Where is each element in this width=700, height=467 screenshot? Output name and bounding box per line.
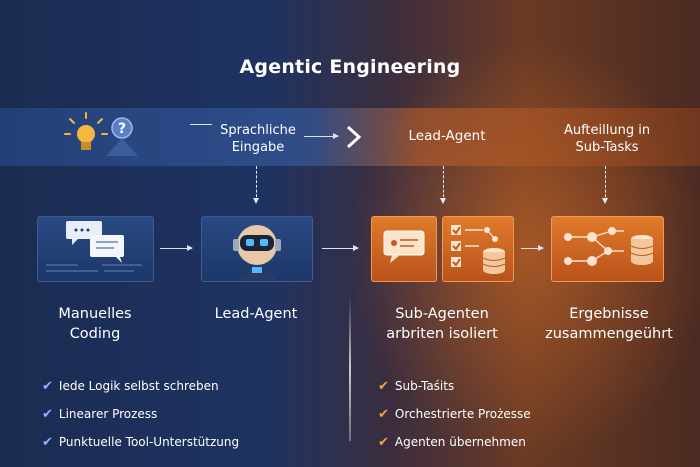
band-lead-label: Lead-Agent [408,128,486,144]
page-title: Agentic Engineering [239,56,461,78]
flow-arrow [322,245,359,251]
check-icon: ✔ [42,406,53,422]
stage-label-manual: Manuelles Coding [58,306,132,342]
network-icon [564,227,654,266]
check-icon: ✔ [42,434,53,450]
split-label: Aufteillung in Sub-Tasks [563,123,651,155]
list-item: ✔ Punktuelle Tool-Unterstützung [42,434,240,450]
checklist-icon [451,225,498,267]
chevron-right-icon [346,125,362,149]
question-icon: ? [106,117,138,156]
input-line [190,124,212,125]
lead-agent-card [201,216,313,282]
results-card [551,216,664,282]
flow-arrow [521,245,544,251]
down-arrow [602,166,608,204]
sub-agent-card-tasks [442,216,514,282]
stage-label-sub: Sub-Agenten arbriten isoliert [386,306,498,342]
list-item: ✔ Iede Logik selbst schreben [42,378,219,394]
stage-label-results: Ergebnisse zusammengeührt [545,306,673,342]
check-icon: ✔ [378,406,389,422]
svg-text:?: ? [118,121,126,137]
lightbulb-icon [64,112,108,150]
input-label: Sprachliche Eingabe [220,123,296,155]
down-arrow [440,166,446,204]
stage-label-lead: Lead-Agent [214,306,298,322]
list-item: ✔ Linearer Prozess [42,406,158,422]
check-icon: ✔ [378,378,389,394]
right-bullet-list: ✔ Sub-Taśits ✔ Orchestrierte Prożesse ✔ … [378,372,658,456]
flow-arrow [160,245,193,251]
left-bullet-list: ✔ Iede Logik selbst schreben ✔ Linearer … [42,372,322,456]
sub-agent-card-chat [371,216,437,282]
list-item: ✔ Sub-Taśits [378,378,455,394]
check-icon: ✔ [378,434,389,450]
manual-coding-card [37,216,154,282]
robot-icon [233,225,281,281]
list-item: ✔ Agenten übernehmen [378,434,526,450]
list-item: ✔ Orchestrierte Prożesse [378,406,531,422]
band-arrow [304,133,339,139]
chat-icon [383,230,425,263]
down-arrow [253,166,259,204]
chat-bubbles-icon [46,221,142,272]
check-icon: ✔ [42,378,53,394]
database-icon [482,248,506,274]
divider [349,296,351,441]
